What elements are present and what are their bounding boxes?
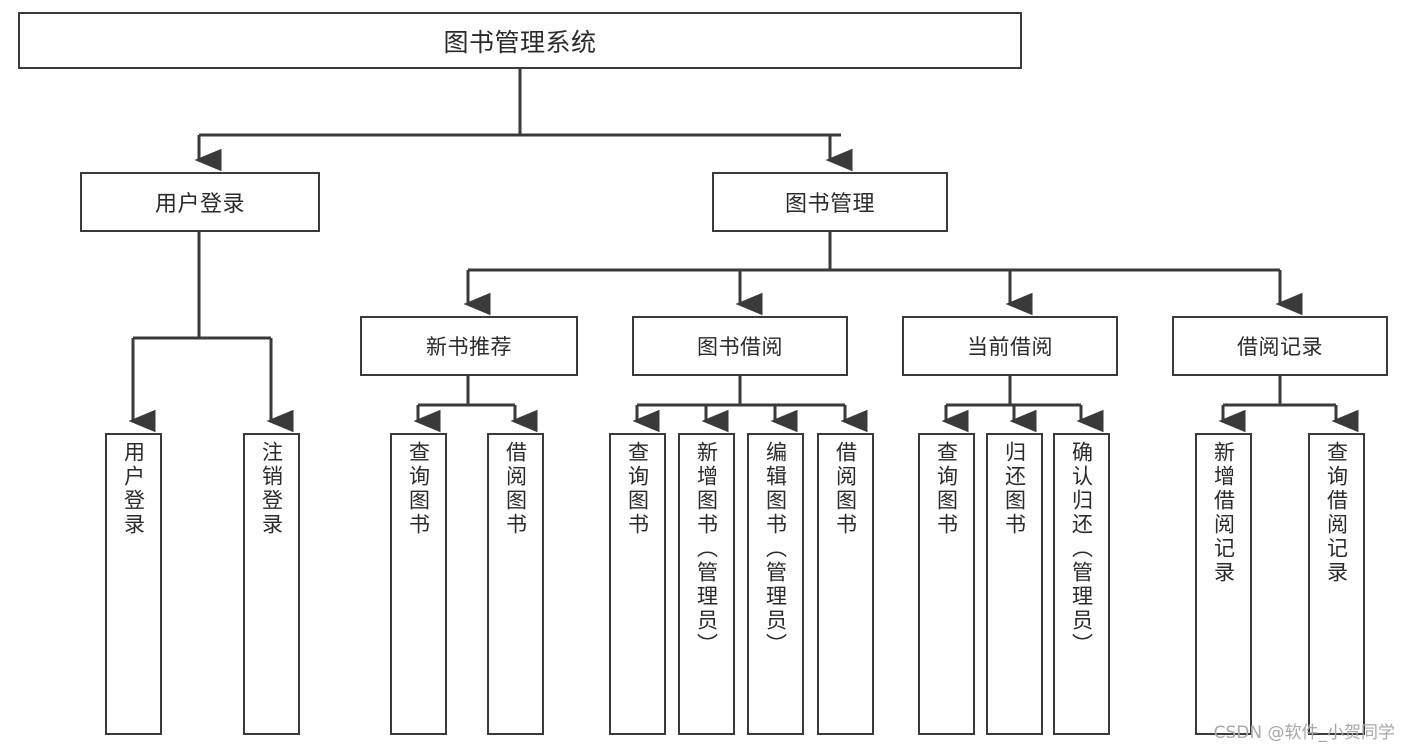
leaf-current-return-book-label: 归还图书	[1002, 441, 1027, 537]
leaf-recommend-borrow-book-label: 借阅图书	[503, 441, 528, 537]
node-user-login[interactable]: 用户登录	[80, 172, 320, 232]
leaf-borrow-query-book-label: 查询图书	[625, 441, 650, 537]
node-current-borrow-label: 当前借阅	[967, 335, 1053, 359]
leaf-borrow-add-book[interactable]: 新增图书（管理员）	[678, 433, 735, 735]
node-borrow-record-label: 借阅记录	[1237, 335, 1323, 359]
leaf-record-query-record-label: 查询借阅记录	[1324, 441, 1349, 585]
node-new-book-recommend[interactable]: 新书推荐	[360, 316, 578, 376]
leaf-record-add-record[interactable]: 新增借阅记录	[1195, 433, 1252, 735]
leaf-borrow-query-book[interactable]: 查询图书	[609, 433, 666, 735]
leaf-recommend-query-book[interactable]: 查询图书	[390, 433, 447, 735]
node-root-system[interactable]: 图书管理系统	[18, 12, 1022, 69]
leaf-borrow-borrow-book[interactable]: 借阅图书	[817, 433, 874, 735]
node-new-book-recommend-label: 新书推荐	[426, 335, 512, 359]
leaf-current-confirm-return-label: 确认归还（管理员）	[1069, 441, 1094, 657]
node-root-label: 图书管理系统	[443, 27, 597, 57]
leaf-user-login-signout[interactable]: 注销登录	[243, 433, 300, 735]
leaf-user-login-signin[interactable]: 用户登录	[105, 433, 162, 735]
leaf-borrow-add-book-label: 新增图书（管理员）	[694, 441, 719, 657]
leaf-borrow-edit-book-label: 编辑图书（管理员）	[763, 441, 788, 657]
leaf-borrow-borrow-book-label: 借阅图书	[833, 441, 858, 537]
leaf-current-confirm-return[interactable]: 确认归还（管理员）	[1053, 433, 1110, 735]
node-book-management[interactable]: 图书管理	[712, 172, 948, 232]
leaf-user-login-signout-label: 注销登录	[259, 441, 284, 537]
leaf-record-query-record[interactable]: 查询借阅记录	[1308, 433, 1365, 735]
watermark-text: CSDN @软件_小贺同学	[1213, 723, 1395, 743]
node-book-borrow[interactable]: 图书借阅	[632, 316, 848, 376]
leaf-recommend-borrow-book[interactable]: 借阅图书	[487, 433, 544, 735]
node-book-management-label: 图书管理	[784, 192, 875, 217]
node-current-borrow[interactable]: 当前借阅	[902, 316, 1118, 376]
leaf-recommend-query-book-label: 查询图书	[406, 441, 431, 537]
node-user-login-label: 用户登录	[154, 192, 245, 217]
leaf-record-add-record-label: 新增借阅记录	[1211, 441, 1236, 585]
node-borrow-record[interactable]: 借阅记录	[1172, 316, 1388, 376]
leaf-current-query-book[interactable]: 查询图书	[918, 433, 975, 735]
node-book-borrow-label: 图书借阅	[697, 335, 783, 359]
leaf-user-login-signin-label: 用户登录	[121, 441, 146, 537]
leaf-current-return-book[interactable]: 归还图书	[986, 433, 1043, 735]
leaf-current-query-book-label: 查询图书	[934, 441, 959, 537]
leaf-borrow-edit-book[interactable]: 编辑图书（管理员）	[747, 433, 804, 735]
